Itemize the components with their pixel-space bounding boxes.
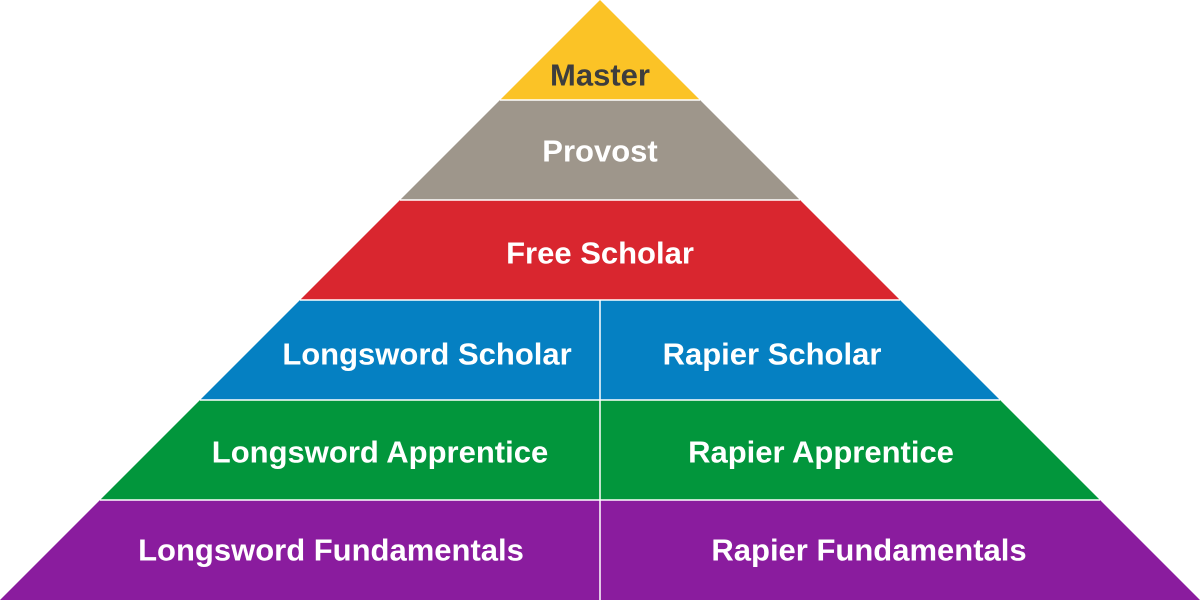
tier-scholar-right-label: Rapier Scholar (663, 337, 882, 372)
tier-fundamentals-right-label: Rapier Fundamentals (711, 533, 1026, 568)
tier-provost-label: Provost (542, 134, 657, 169)
tier-separators (100, 99, 1100, 501)
tier-free-scholar-shape (300, 200, 900, 300)
tier-free-scholar: Free Scholar (300, 200, 900, 300)
tier-provost: Provost (400, 100, 800, 200)
tier-master-label: Master (550, 58, 650, 93)
tier-scholar-left-label: Longsword Scholar (282, 337, 571, 372)
tier-apprentice-left-label: Longsword Apprentice (212, 435, 548, 470)
tier-scholar: Longsword Scholar Rapier Scholar (200, 300, 1000, 400)
tier-provost-shape (400, 100, 800, 200)
tier-apprentice-right-label: Rapier Apprentice (688, 435, 954, 470)
tier-fundamentals-left-label: Longsword Fundamentals (138, 533, 524, 568)
tier-master: Master (500, 0, 700, 100)
tier-free-scholar-label: Free Scholar (506, 236, 694, 271)
tier-master-shape (500, 0, 700, 100)
tier-apprentice: Longsword Apprentice Rapier Apprentice (100, 400, 1100, 500)
tier-fundamentals: Longsword Fundamentals Rapier Fundamenta… (0, 500, 1200, 600)
